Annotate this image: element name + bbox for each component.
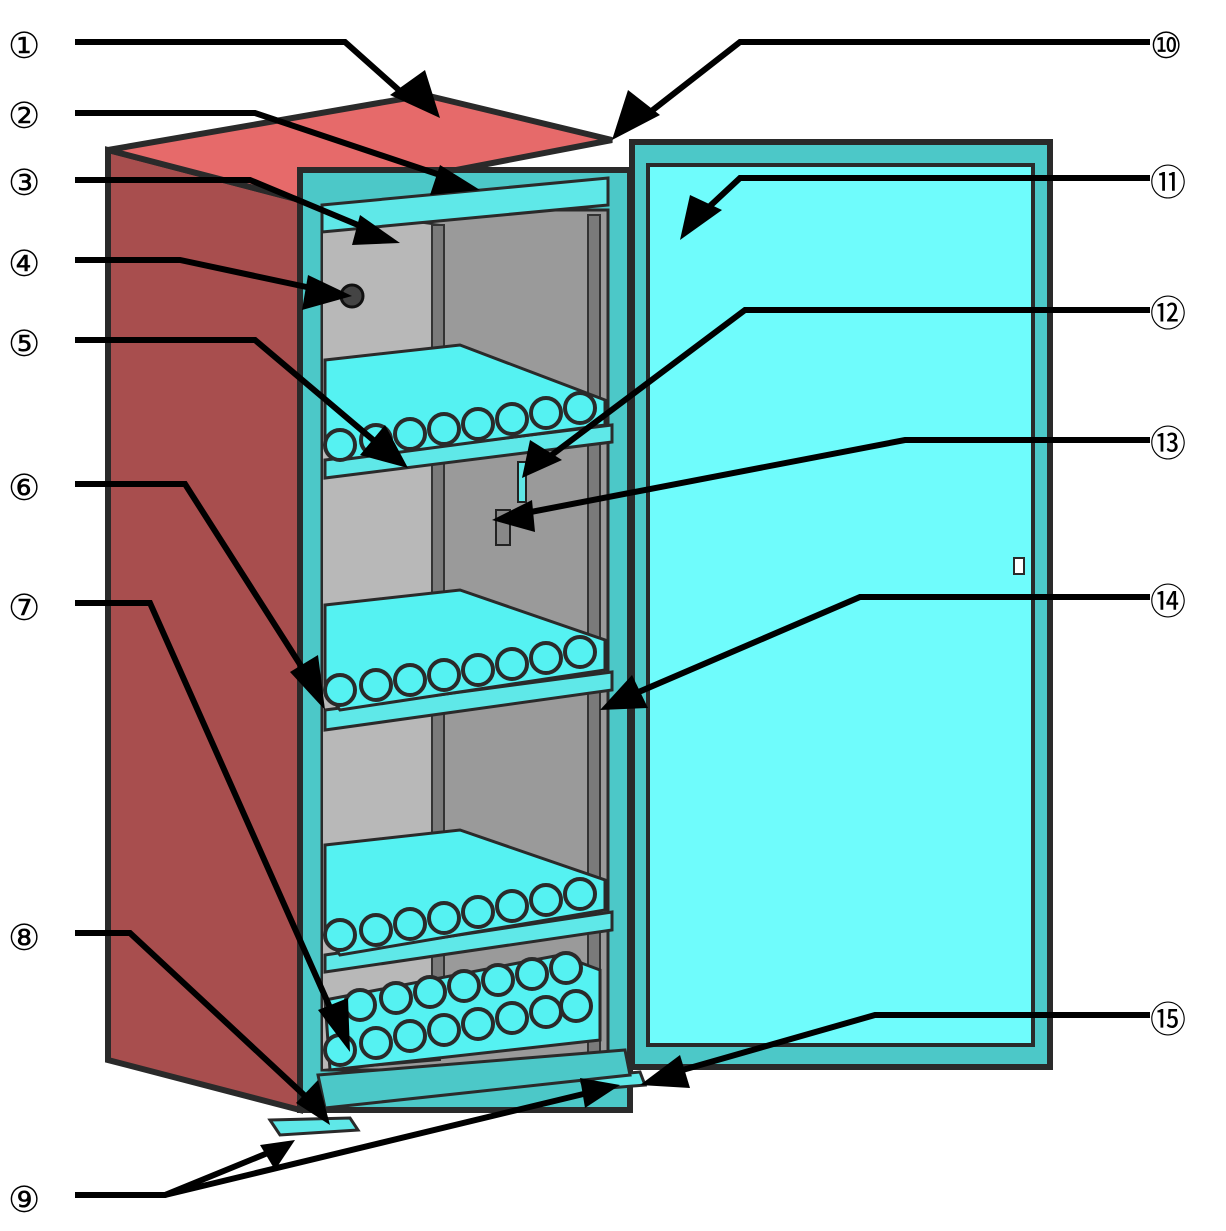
arrowhead-3 [352, 215, 400, 245]
arrowhead-11 [680, 195, 722, 240]
arrowhead-1 [390, 70, 440, 118]
callout-3: ③ [8, 163, 40, 204]
leader-lines [75, 39, 1150, 1198]
bottle-ends-row-2 [323, 635, 597, 707]
bottom-rail [316, 1048, 632, 1110]
arrowhead-10 [612, 90, 660, 140]
arrowhead-7 [318, 998, 350, 1052]
bottle-ends-row-4 [323, 951, 593, 1067]
arrowhead-12 [522, 440, 562, 478]
side-panel [105, 146, 303, 1114]
arrowhead-13 [492, 500, 535, 532]
arrowhead-14 [600, 675, 648, 710]
callout-2: ② [8, 96, 40, 137]
bottles [323, 343, 607, 1072]
arrowhead-2 [430, 165, 480, 195]
callout-9: ⑨ [8, 1180, 40, 1221]
callouts: ① ② ③ ④ ⑤ ⑥ ⑦ ⑧ ⑨ ⑩ ⑪ ⑫ ⑬ ⑭ ⑮ [8, 26, 1186, 1221]
callout-15: ⑮ [1150, 1000, 1186, 1041]
control-slot [517, 461, 527, 503]
front-foot-left [267, 1116, 361, 1137]
arrowhead-4 [302, 275, 352, 310]
leader-10 [638, 39, 1150, 123]
arrowhead-9b [580, 1078, 620, 1108]
leader-5 [75, 337, 387, 453]
leader-9b [164, 1087, 601, 1198]
leader-7 [75, 600, 343, 1032]
callout-6: ⑥ [8, 468, 40, 509]
arrowheads [260, 70, 722, 1170]
arrowhead-5 [360, 425, 408, 468]
leader-12 [543, 307, 1150, 463]
leader-8 [75, 930, 321, 1111]
callout-13: ⑬ [1150, 424, 1186, 465]
bottle-ends-row-3 [323, 877, 597, 952]
callout-11: ⑪ [1150, 163, 1186, 204]
callout-12: ⑫ [1150, 294, 1186, 335]
leader-15 [664, 1012, 1150, 1078]
leader-1 [75, 39, 412, 103]
arrowhead-8 [296, 1080, 330, 1125]
callout-7: ⑦ [8, 588, 40, 629]
callout-8: ⑧ [8, 918, 40, 959]
leader-4 [75, 257, 331, 295]
callout-4: ④ [8, 244, 40, 285]
door-lock [1013, 557, 1025, 575]
leader-13 [514, 437, 1150, 518]
arrowhead-9a [260, 1140, 295, 1170]
top-light-bar [320, 176, 610, 234]
callout-14: ⑭ [1150, 582, 1186, 623]
leader-6 [75, 481, 313, 682]
leader-14 [618, 594, 1150, 703]
callout-5: ⑤ [8, 324, 40, 365]
arrowhead-6 [290, 655, 325, 710]
leader-9a [75, 1147, 277, 1198]
leader-3 [75, 177, 372, 233]
callout-10: ⑩ [1150, 26, 1182, 67]
callout-1: ① [8, 26, 40, 67]
arrowhead-15 [640, 1055, 690, 1088]
leader-2 [75, 110, 456, 183]
